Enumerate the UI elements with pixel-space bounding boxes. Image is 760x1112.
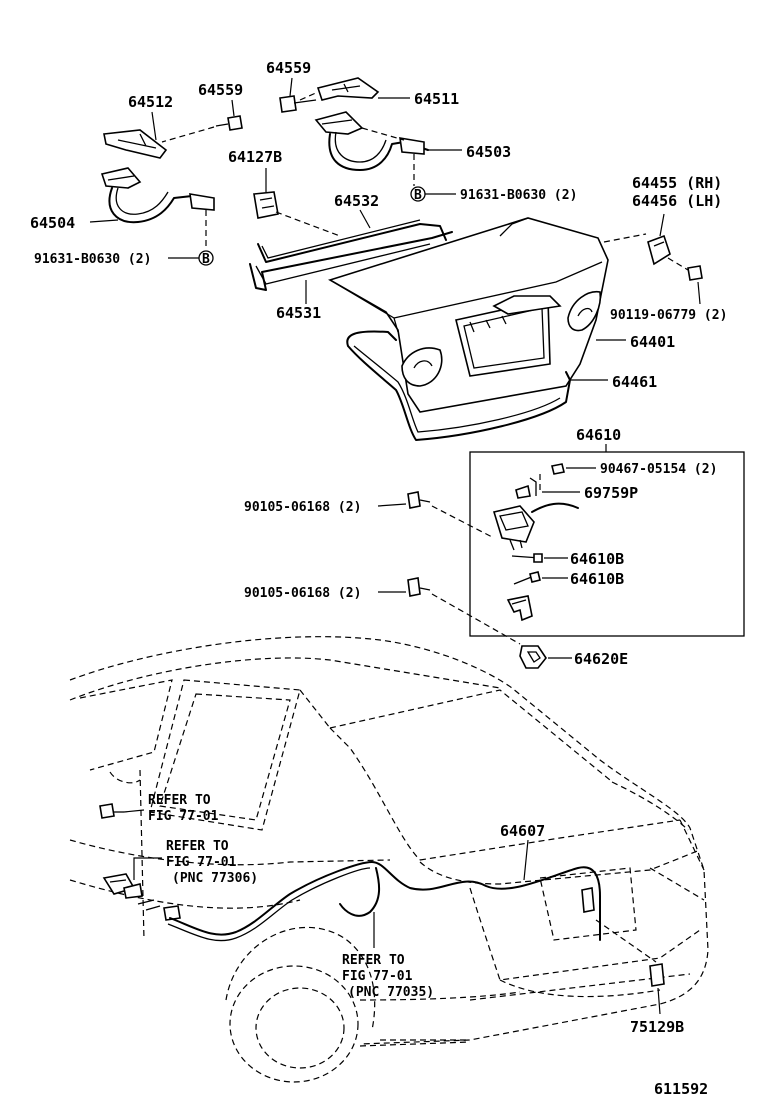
bolt-64559-left[interactable] [161,115,243,143]
hinge-64512[interactable] [103,111,168,159]
label-64455: 64455 (RH) [632,174,722,192]
striker-64620E[interactable] [519,645,572,669]
bolt-90105-lower[interactable] [378,577,521,645]
bolt-64610B-b[interactable] [513,571,568,585]
marker-b-left-letter: B [202,252,210,267]
ref1-line2: FIG 77-01 [148,809,219,824]
clip-90467[interactable] [551,463,596,475]
label-64559-left: 64559 [198,81,243,99]
label-64456: 64456 (LH) [632,192,722,210]
label-69759P: 69759P [584,484,638,502]
label-64503: 64503 [466,143,511,161]
label-90467: 90467-05154 (2) [600,462,717,477]
weatherstrip-64461[interactable] [346,330,571,441]
clip-64127B[interactable] [253,168,341,237]
vehicle-body-outline [69,636,709,1083]
label-64401: 64401 [630,333,675,351]
bolt-64559-top[interactable] [279,91,319,113]
label-64461: 64461 [612,373,657,391]
ref2-line2: FIG 77-01 [166,855,237,870]
trunk-lock-assembly[interactable] [492,505,535,551]
figure-number: 611592 [654,1080,708,1098]
bolt-90105-upper[interactable] [377,491,495,539]
screw-90119[interactable] [667,257,703,305]
label-91631-right: 91631-B0630 (2) [460,188,577,203]
label-64504: 64504 [30,214,75,232]
hinge-64503[interactable] [314,111,429,186]
hinge-64504[interactable] [100,167,215,250]
cable-69759P[interactable] [515,474,580,513]
label-64512: 64512 [128,93,173,111]
lock-bracket[interactable] [506,595,533,622]
label-90105-upper: 90105-06168 (2) [244,500,361,515]
label-91631-left: 91631-B0630 (2) [34,252,151,267]
label-64559-top: 64559 [266,59,311,77]
lock-assembly-box [469,451,745,637]
label-64511: 64511 [414,90,459,108]
label-64532: 64532 [334,192,379,210]
marker-b-left [198,250,214,266]
bolt-64610B-a[interactable] [511,553,568,563]
stopper-64455-64456[interactable] [603,213,671,266]
label-90119: 90119-06779 (2) [610,308,727,323]
ref3-line3: (PNC 77035) [348,985,434,1000]
ref2-line3: (PNC 77306) [172,871,258,886]
release-cable-64607[interactable] [167,861,601,942]
ref3-line1: REFER TO [342,953,405,968]
label-75129B: 75129B [630,1018,684,1036]
torsion-bar-64532[interactable] [257,219,447,263]
marker-b-right-letter: B [414,188,422,203]
release-handle-parts[interactable] [102,873,181,921]
label-64607: 64607 [500,822,545,840]
emblem-clip-75129B[interactable] [595,919,665,1015]
ref2-line1: REFER TO [166,839,229,854]
torsion-bar-64531[interactable] [249,231,453,291]
label-64620E: 64620E [574,650,628,668]
label-90105-lower: 90105-06168 (2) [244,586,361,601]
ref3-line2: FIG 77-01 [342,969,413,984]
trunk-lid-64401[interactable] [328,217,609,413]
label-64531: 64531 [276,304,321,322]
label-64610B-b: 64610B [570,570,624,588]
label-64610B-a: 64610B [570,550,624,568]
ref1-line1: REFER TO [148,793,211,808]
door-handle-bolt[interactable] [99,803,145,819]
label-64127B: 64127B [228,148,282,166]
hinge-64511[interactable] [316,77,410,101]
label-64610: 64610 [576,426,621,444]
